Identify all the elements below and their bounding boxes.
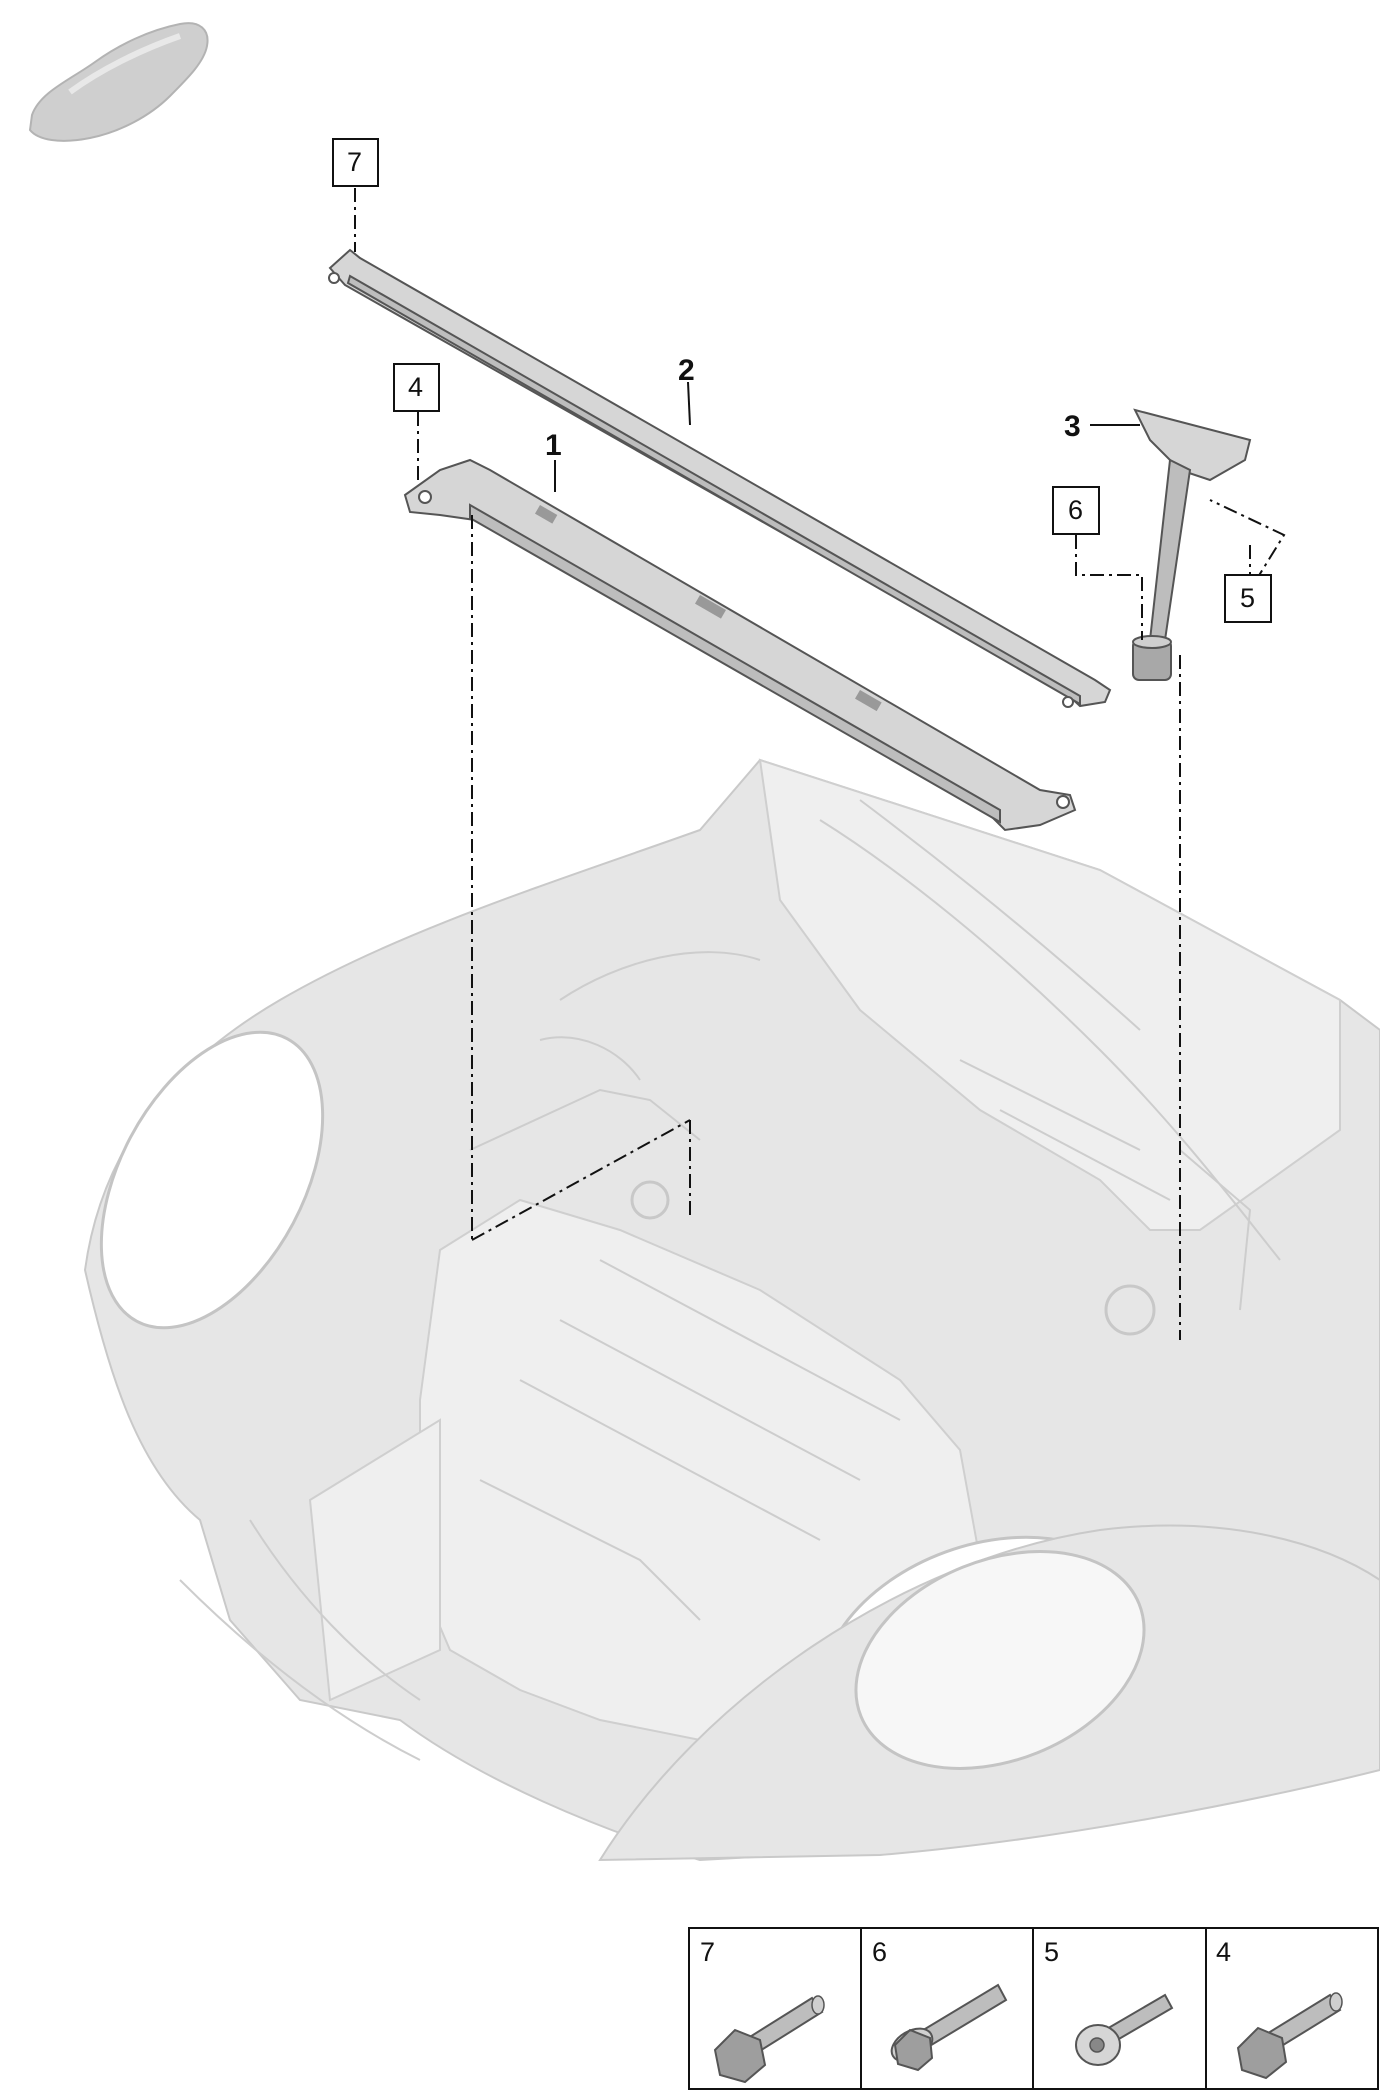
callout-box-4: 4 bbox=[393, 363, 440, 412]
callout-box-7: 7 bbox=[332, 138, 379, 187]
legend-item-7: 7 bbox=[700, 1937, 825, 2084]
car-thumbnail-icon bbox=[28, 22, 209, 142]
hex-flange-bolt-long-icon bbox=[890, 1983, 1008, 2072]
torx-pan-head-bolt-icon bbox=[1075, 1993, 1174, 2066]
callout-2: 2 bbox=[678, 354, 695, 387]
vehicle-body-shell bbox=[83, 758, 1380, 1862]
part-2-strut-brace bbox=[328, 248, 1112, 708]
callout-3: 3 bbox=[1064, 410, 1081, 443]
svg-text:6: 6 bbox=[872, 1937, 887, 1967]
legend-item-5: 5 bbox=[1044, 1937, 1174, 2066]
part-3-support-bracket bbox=[1132, 408, 1252, 681]
legend-item-4: 4 bbox=[1216, 1937, 1343, 2080]
hex-flange-bolt-short-icon bbox=[1236, 1992, 1343, 2080]
svg-text:7: 7 bbox=[347, 147, 362, 177]
svg-text:4: 4 bbox=[1216, 1937, 1231, 1967]
hex-flange-bolt-icon bbox=[713, 1995, 825, 2084]
callout-box-6: 6 bbox=[1052, 486, 1100, 535]
fastener-legend: 7 6 5 4 bbox=[688, 1927, 1379, 2090]
callout-box-5: 5 bbox=[1224, 574, 1272, 623]
svg-text:7: 7 bbox=[700, 1937, 715, 1967]
part-1-cross-member bbox=[403, 458, 1077, 832]
callout-1: 1 bbox=[545, 429, 562, 462]
legend-item-6: 6 bbox=[872, 1937, 1008, 2072]
left-headlamp-opening bbox=[99, 1030, 325, 1330]
svg-text:5: 5 bbox=[1044, 1937, 1059, 1967]
svg-text:4: 4 bbox=[408, 372, 423, 402]
svg-text:5: 5 bbox=[1240, 583, 1255, 613]
leader-lines bbox=[354, 188, 1286, 1340]
svg-text:6: 6 bbox=[1068, 495, 1083, 525]
